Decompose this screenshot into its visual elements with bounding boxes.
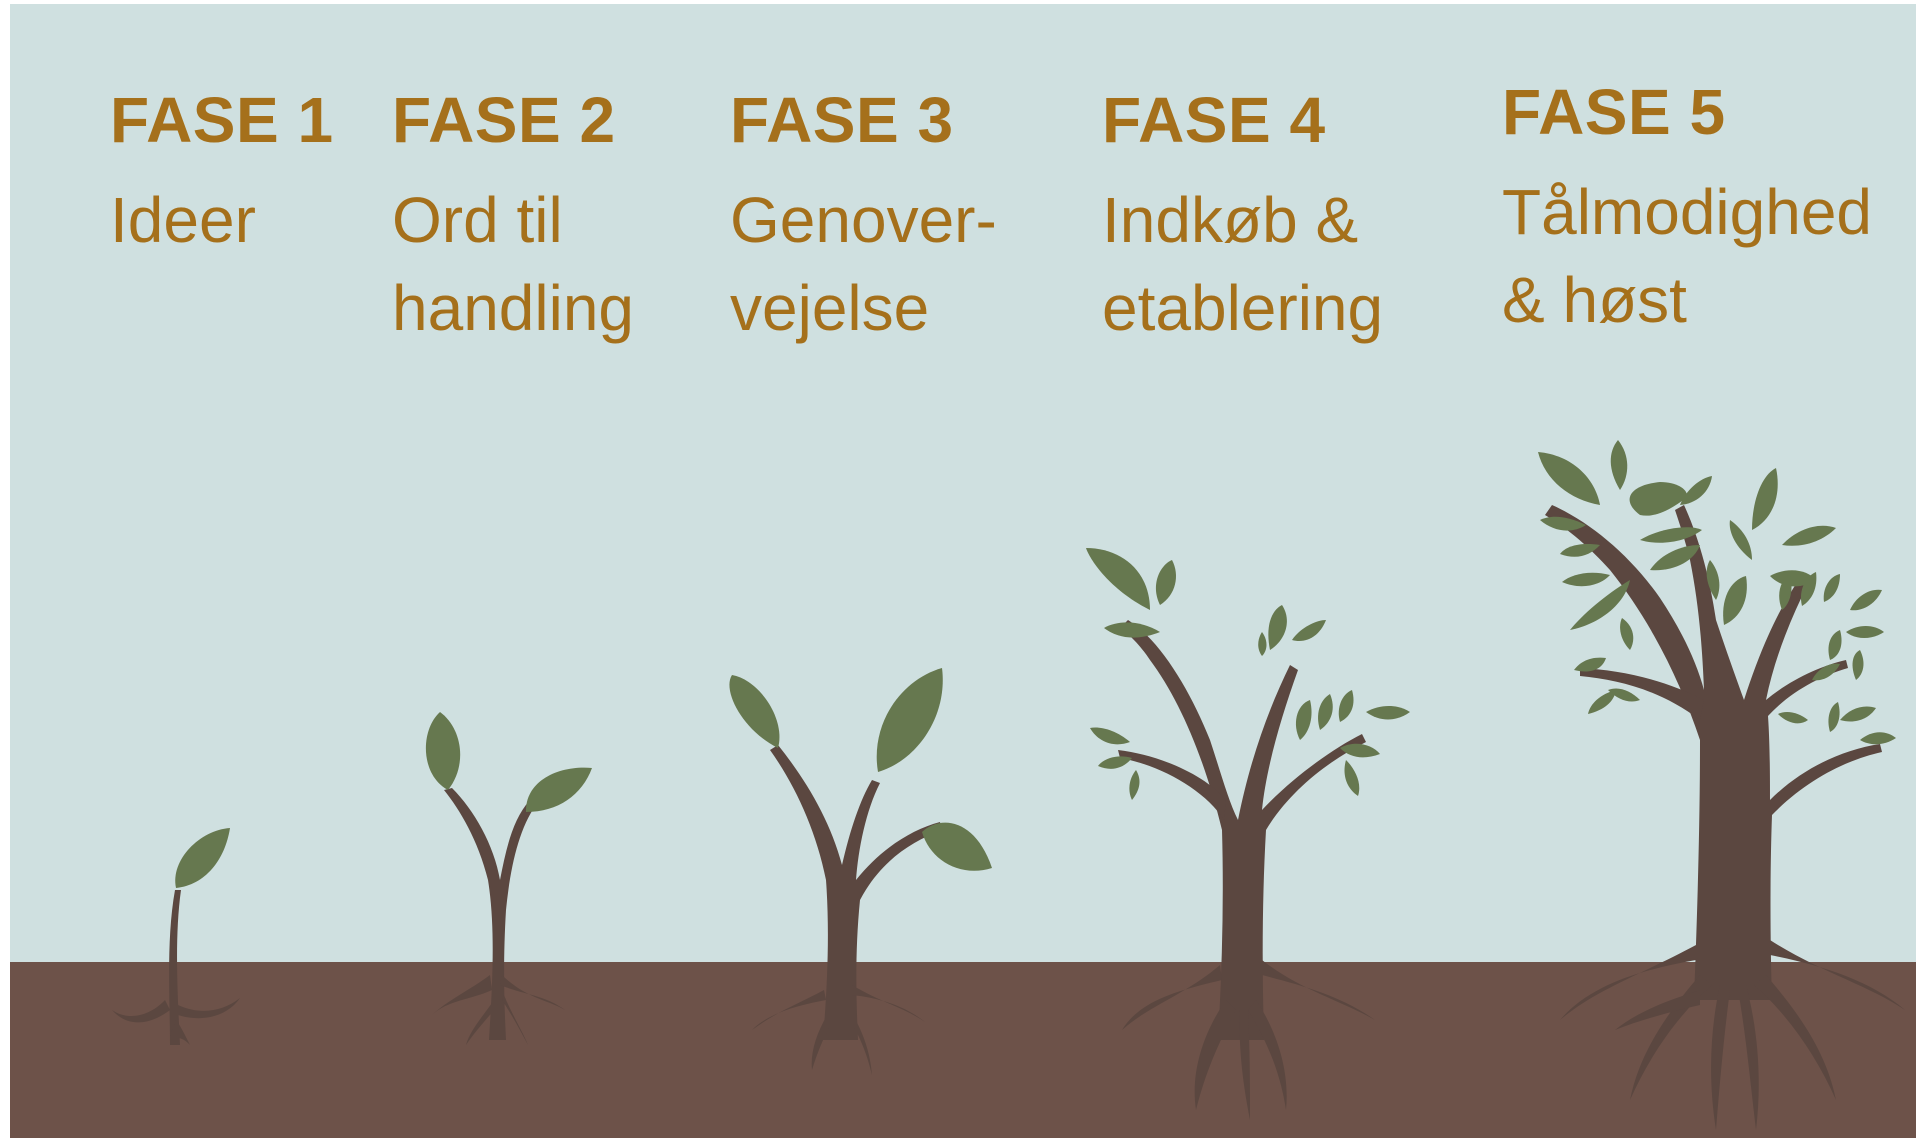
- phase-1: FASE 1 Ideer: [110, 88, 334, 264]
- phase-3: FASE 3 Genover- vejelse: [730, 88, 997, 352]
- phase-description: Genover- vejelse: [730, 184, 997, 344]
- phase-description: Ord til handling: [392, 184, 634, 344]
- phase-title: FASE 5: [1502, 76, 1726, 148]
- phase-description: Tålmodighed & høst: [1502, 176, 1872, 336]
- phase-title: FASE 1: [110, 84, 334, 156]
- phase-description: Indkøb & etablering: [1102, 184, 1384, 344]
- mature-tree-icon: [1538, 440, 1905, 1130]
- sprout-icon: [112, 828, 240, 1045]
- seedling-icon: [425, 712, 592, 1045]
- phase-description: Ideer: [110, 184, 256, 256]
- phase-title: FASE 3: [730, 84, 954, 156]
- young-tree-icon: [1086, 548, 1410, 1120]
- phase-title: FASE 2: [392, 84, 616, 156]
- soil-ground: [10, 962, 1916, 1138]
- young-plant-icon: [729, 668, 992, 1075]
- phase-5: FASE 5 Tålmodighed & høst: [1502, 80, 1872, 344]
- sky-background: [10, 4, 1916, 964]
- phase-4: FASE 4 Indkøb & etablering: [1102, 88, 1383, 352]
- phase-2: FASE 2 Ord til handling: [392, 88, 634, 352]
- phase-title: FASE 4: [1102, 84, 1326, 156]
